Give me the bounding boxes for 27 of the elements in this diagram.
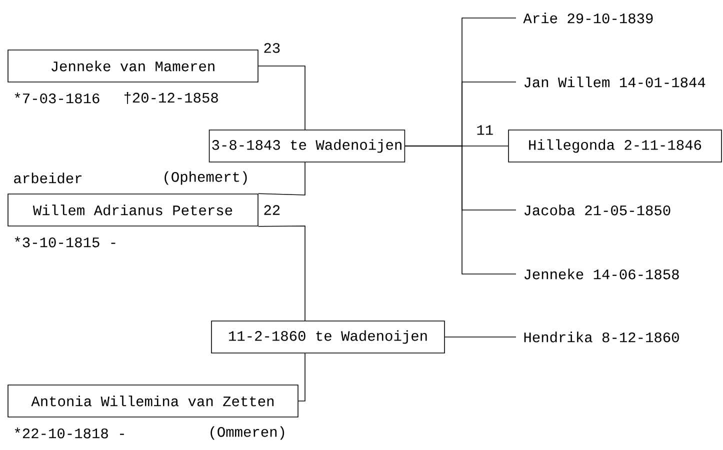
connector-line	[258, 226, 306, 321]
child-name: Hendrika 8-12-1860	[524, 332, 679, 342]
child-name: Jacoba 21-05-1850	[524, 204, 670, 216]
annotation-text: (Ophemert)	[164, 171, 247, 185]
annotation-text: *22-10-1818 -	[14, 428, 124, 438]
annotation-text: 22	[264, 205, 280, 215]
annotation-text: *3-10-1815 -	[14, 236, 116, 248]
annotation-text: *7-03-1816	[14, 92, 100, 104]
marriage-box: 11-2-1860 te Wadenoijen	[211, 320, 445, 354]
connector-line	[258, 162, 306, 196]
child-name: Jan Willem 14-01-1844	[524, 76, 706, 88]
annotation-text: †20-12-1858	[124, 92, 218, 104]
child-name: Jenneke 14-06-1858	[524, 268, 679, 280]
child-box: Hillegonda 2-11-1846	[508, 130, 722, 162]
annotation-text: 11	[477, 125, 493, 135]
annotation-text: 23	[264, 43, 280, 53]
annotation-text: (Ommeren)	[210, 426, 284, 440]
child-name: Arie 29-10-1839	[523, 12, 653, 24]
person-box: Antonia Willemina van Zetten	[8, 384, 298, 418]
connector-line	[404, 146, 516, 274]
connector-line	[258, 66, 306, 130]
connector-line	[298, 353, 306, 402]
marriage-box: 3-8-1843 te Wadenoijen	[208, 130, 406, 162]
person-box: Jenneke van Mameren	[8, 50, 258, 82]
person-box: Willem Adrianus Peterse	[8, 194, 258, 226]
connector-line	[444, 336, 516, 338]
annotation-text: arbeider	[14, 172, 82, 184]
